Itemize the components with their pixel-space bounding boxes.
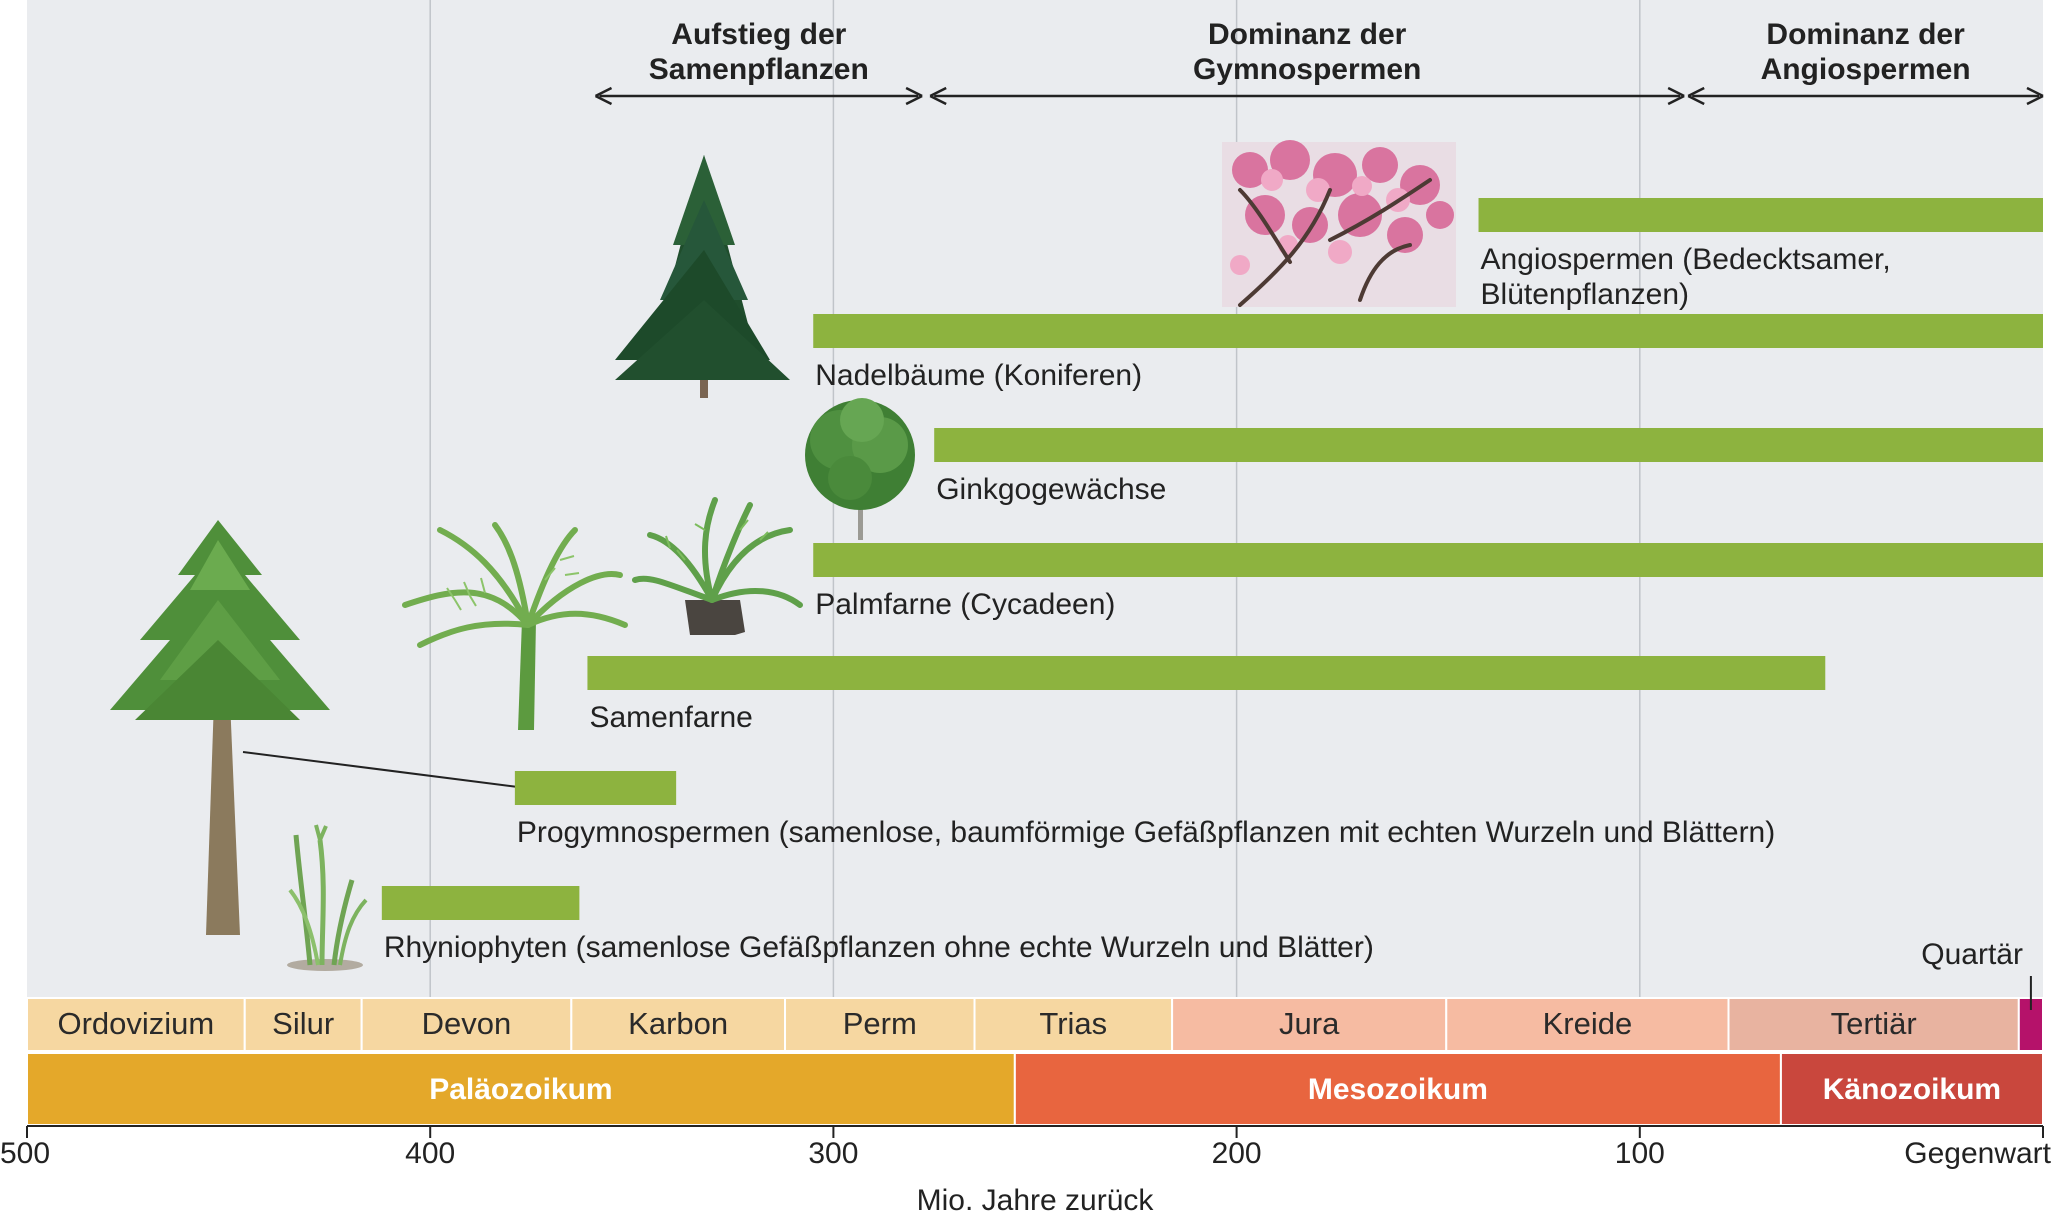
x-tick-label-1: 500 — [0, 1137, 50, 1170]
era-cell-1 — [26, 1052, 1016, 1126]
bar-label-6-1: Progymnospermen (samenlose, baumförmige … — [517, 816, 1775, 849]
period-label-5: Perm — [843, 1006, 917, 1041]
phase-arrowhead-left-2 — [929, 86, 947, 106]
x-tick-label-5: 100 — [1615, 1137, 1665, 1170]
bar-5 — [587, 656, 1826, 690]
phase-arrowhead-left-1 — [594, 86, 613, 106]
period-label-7: Jura — [1279, 1006, 1340, 1041]
x-tick-label-4: 200 — [1212, 1137, 1262, 1170]
x-tick-label-3: 300 — [808, 1137, 858, 1170]
era-cell-3 — [1779, 1052, 2045, 1126]
phase-label-3-1: Dominanz der — [1766, 18, 1965, 51]
era-label-3: Känozoikum — [1823, 1073, 2001, 1106]
period-cell-7 — [1171, 997, 1448, 1052]
progymnosperm-connector-line — [242, 751, 519, 788]
era-label-2: Mesozoikum — [1308, 1073, 1488, 1106]
phase-label-1-1: Aufstieg der — [671, 18, 846, 51]
bar-3 — [934, 428, 2044, 462]
bar-label-7-1: Rhyniophyten (samenlose Gefäßpflanzen oh… — [384, 931, 1374, 964]
plant-pictures — [110, 140, 1456, 971]
period-cell-1 — [26, 997, 246, 1052]
quartaer-label: Quartär — [1921, 938, 2023, 971]
period-cell-4 — [570, 997, 787, 1052]
phase-label-2-1: Dominanz der — [1208, 18, 1407, 51]
period-label-2: Silur — [272, 1006, 334, 1041]
bar-label-1-2: Blütenpflanzen) — [1481, 278, 1689, 311]
period-label-8: Kreide — [1543, 1006, 1633, 1041]
period-cell-6 — [973, 997, 1174, 1052]
phase-arrowhead-right-2 — [1667, 86, 1685, 106]
conifer-tree-picture — [615, 155, 790, 398]
flowering-tree-picture — [1222, 140, 1456, 307]
period-cell-2 — [243, 997, 363, 1052]
cycad-plant-picture — [632, 497, 803, 635]
bar-6 — [514, 771, 677, 805]
x-axis-title: Mio. Jahre zurück — [917, 1184, 1155, 1217]
bar-label-5-1: Samenfarne — [589, 701, 752, 734]
x-tick-label-2: 400 — [405, 1137, 455, 1170]
phase-label-3-2: Angiospermen — [1761, 53, 1971, 86]
phase-arrowhead-right-1 — [905, 86, 923, 106]
bar-7 — [381, 886, 580, 920]
seed-fern-picture — [402, 522, 628, 730]
phase-label-1-2: Samenpflanzen — [649, 53, 869, 86]
era-label-1: Paläozoikum — [429, 1073, 612, 1106]
phase-label-2-2: Gymnospermen — [1193, 53, 1421, 86]
ginkgo-tree-picture — [805, 398, 915, 540]
period-cell-9 — [1727, 997, 2020, 1052]
bar-4 — [813, 543, 2043, 577]
period-label-1: Ordovizium — [57, 1006, 214, 1041]
bar-label-2-1: Nadelbäume (Koniferen) — [815, 359, 1142, 392]
period-label-4: Karbon — [628, 1006, 728, 1041]
bar-label-4-1: Palmfarne (Cycadeen) — [815, 588, 1115, 621]
rhyniophyte-plant-picture — [287, 824, 368, 971]
bar-1 — [1478, 198, 2043, 232]
bar-2 — [813, 314, 2043, 348]
plot-background — [27, 0, 2043, 1000]
period-cell-8 — [1445, 997, 1730, 1052]
bar-label-1-1: Angiospermen (Bedecktsamer, — [1481, 243, 1891, 276]
period-label-9: Tertiär — [1831, 1006, 1917, 1041]
period-label-6: Trias — [1039, 1006, 1107, 1041]
progymnosperm-tree-picture — [110, 520, 330, 935]
phase-arrowhead-right-3 — [2026, 86, 2044, 106]
period-label-3: Devon — [422, 1006, 512, 1041]
bar-label-3-1: Ginkgogewächse — [936, 473, 1166, 506]
lineage-bars: Angiospermen (Bedecktsamer,Blütenpflanze… — [381, 198, 2044, 964]
phase-arrowhead-left-3 — [1687, 86, 1705, 106]
x-tick-label-6: Gegenwart — [1904, 1137, 2051, 1170]
